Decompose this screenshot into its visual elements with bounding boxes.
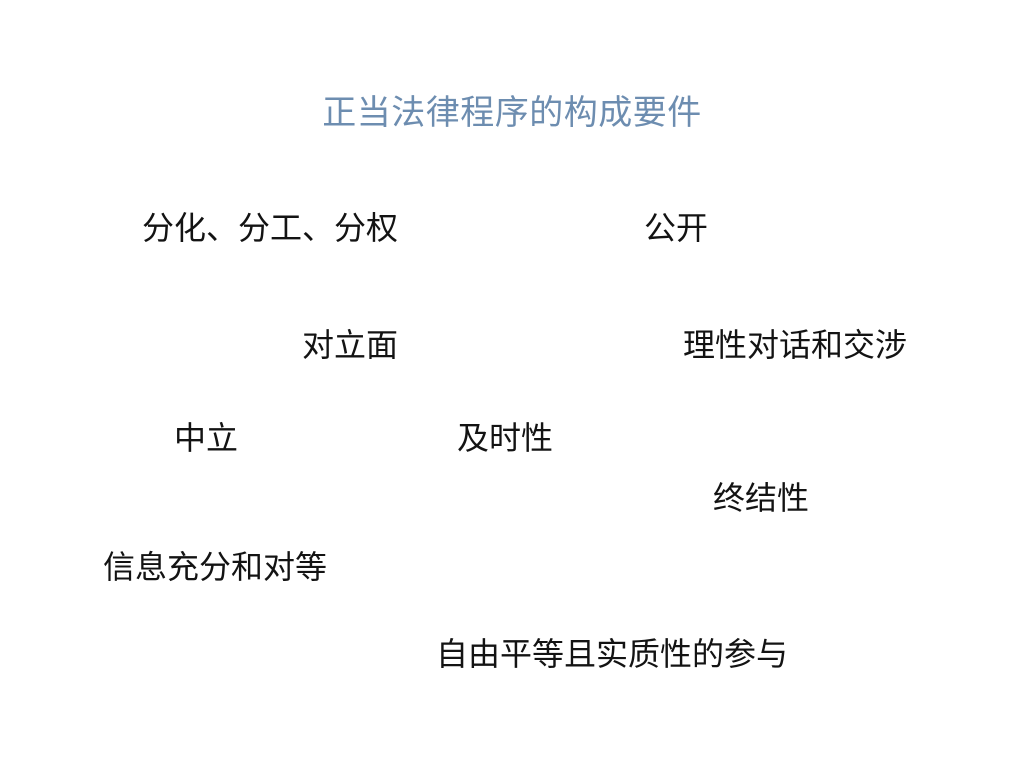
slide-title: 正当法律程序的构成要件 xyxy=(322,92,702,133)
text-item-finality: 终结性 xyxy=(713,479,810,517)
text-item-timeliness: 及时性 xyxy=(457,419,554,457)
text-item-differentiation-division-separation: 分化、分工、分权 xyxy=(142,209,399,247)
text-item-free-equal-substantive-participation: 自由平等且实质性的参与 xyxy=(436,635,789,673)
text-item-opposing-sides: 对立面 xyxy=(302,326,399,364)
text-item-openness: 公开 xyxy=(644,209,709,247)
text-item-rational-dialogue-negotiation: 理性对话和交涉 xyxy=(683,326,908,364)
text-item-neutrality: 中立 xyxy=(174,419,239,457)
text-item-sufficient-equal-information: 信息充分和对等 xyxy=(103,548,328,586)
